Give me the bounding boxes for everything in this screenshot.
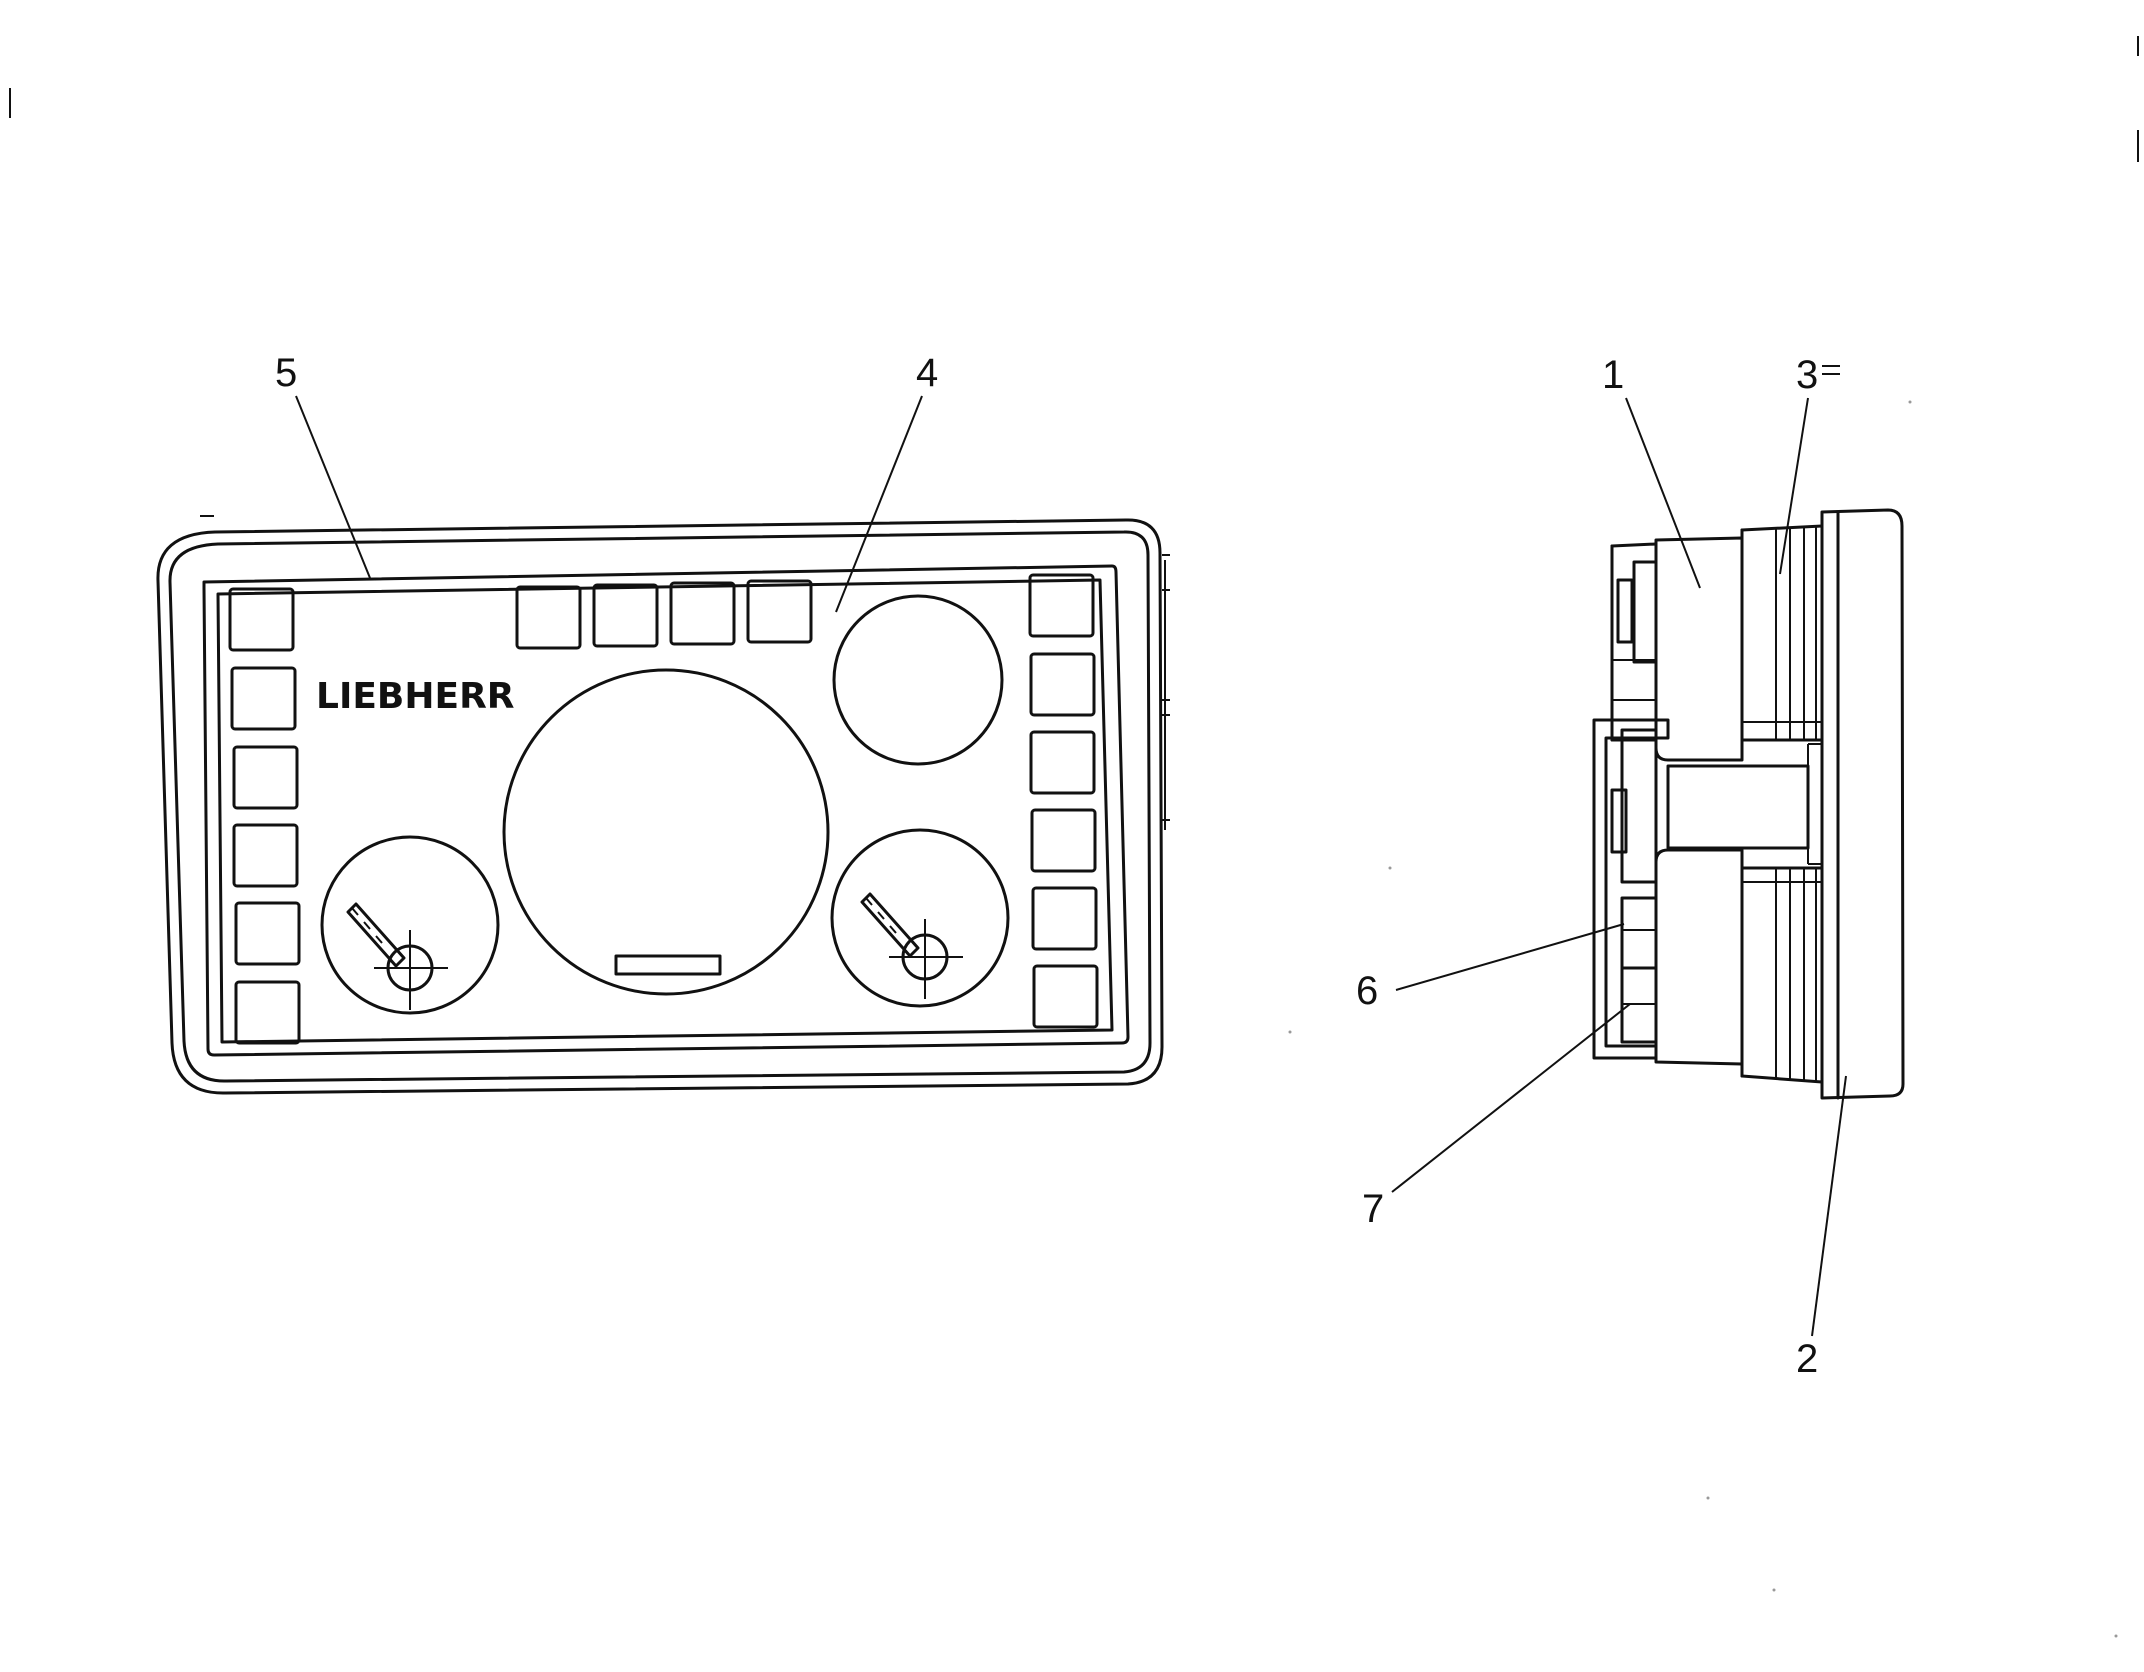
indicator-lamp	[1031, 886, 1098, 951]
rear-bracket	[1610, 542, 1658, 742]
indicator-lamp	[515, 585, 582, 650]
side-bezel	[1820, 508, 1905, 1100]
scan-edge-marks	[9, 36, 2139, 1638]
indicator-lamp	[232, 823, 299, 888]
indicator-lamp	[232, 745, 299, 810]
callout-labels: 5 4 1 3 6 7 2	[275, 351, 1847, 1381]
callout-2: 2	[1796, 1337, 1818, 1381]
gauge-needle-icon	[860, 892, 920, 958]
ribbed-seal-lower	[1740, 866, 1824, 1084]
connector-6	[1620, 896, 1658, 970]
callout-5: 5	[275, 351, 297, 395]
leader-line-2	[1811, 1075, 1847, 1337]
indicator-lamp	[230, 666, 297, 731]
leader-line-4	[835, 395, 923, 613]
leader-line-5	[295, 395, 371, 579]
instrument-cluster-side-view	[1592, 508, 1905, 1100]
brand-logo: LIEBHERR	[316, 676, 515, 717]
indicator-lamp	[228, 587, 295, 652]
center-boss	[1666, 764, 1810, 850]
leader-line-7	[1391, 1003, 1631, 1193]
left-indicator-column	[228, 587, 301, 1045]
right-indicator-column	[1028, 573, 1099, 1029]
indicator-lamp	[1029, 730, 1096, 795]
indicator-lamp	[592, 583, 659, 648]
outer-bezel-inner-edge	[168, 530, 1152, 1083]
callout-3: 3	[1796, 353, 1818, 397]
callout-1: 1	[1602, 353, 1624, 397]
indicator-lamp	[1032, 964, 1099, 1029]
callout-6: 6	[1356, 969, 1378, 1013]
main-gauge	[502, 668, 830, 996]
outer-bezel	[156, 518, 1164, 1095]
lower-right-gauge	[830, 828, 1010, 1008]
indicator-lamp	[234, 901, 301, 966]
housing-lower	[1654, 848, 1744, 1066]
indicator-lamp	[1029, 652, 1096, 717]
indicator-lamp	[746, 579, 813, 644]
top-indicator-row	[515, 579, 813, 650]
leader-line-3	[1779, 397, 1809, 575]
instrument-cluster-front-view: LIEBHERR	[156, 518, 1170, 1095]
connector-plate	[1592, 718, 1670, 1060]
lower-left-gauge	[320, 835, 500, 1015]
leader-line-1	[1625, 397, 1701, 589]
frame	[202, 564, 1130, 1057]
indicator-lamp	[669, 581, 736, 646]
indicator-lamp	[234, 980, 301, 1045]
indicator-lamp	[1030, 808, 1097, 873]
gauge-needle-icon	[346, 902, 406, 968]
face-panel	[216, 578, 1114, 1044]
leader-line-6	[1395, 923, 1625, 991]
upper-right-gauge	[832, 594, 1004, 766]
indicator-lamp	[1028, 573, 1095, 638]
callout-4: 4	[916, 351, 938, 395]
callout-7: 7	[1362, 1187, 1384, 1231]
main-gauge-display-window	[614, 954, 722, 976]
bezel-side-ribs	[1162, 554, 1170, 830]
